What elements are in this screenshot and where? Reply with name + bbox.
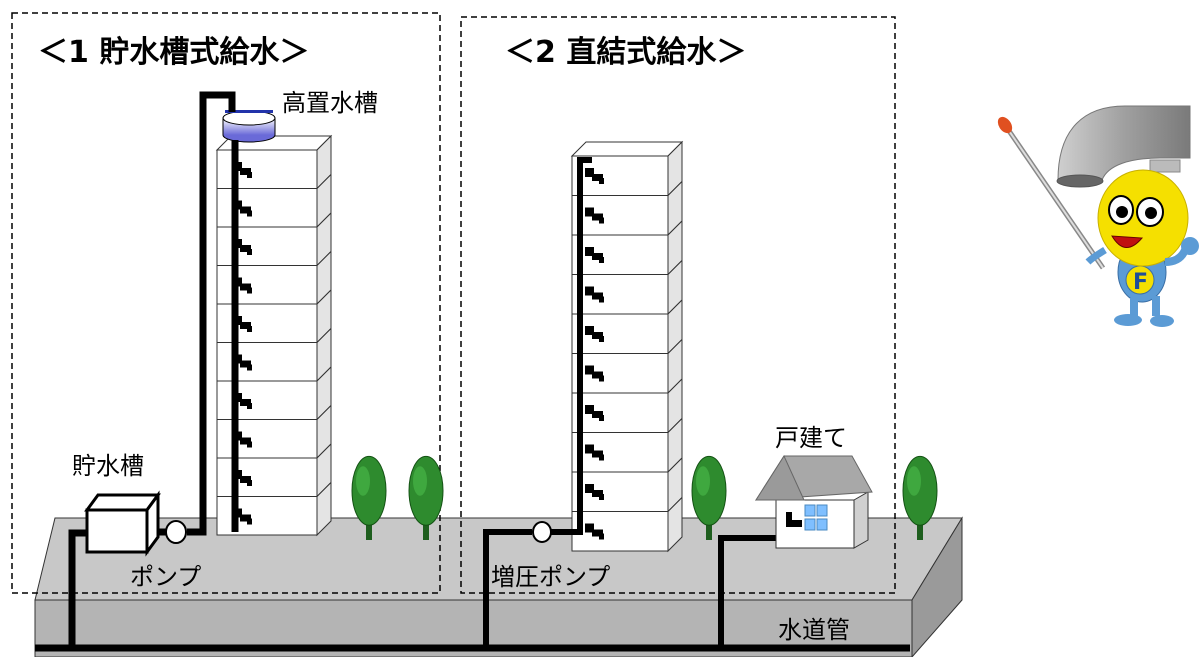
section1-title: ＜1 貯水槽式給水＞: [38, 35, 309, 70]
tree-icon: [351, 455, 387, 540]
faucet-icon: [585, 523, 604, 540]
tree-icon: [902, 455, 938, 540]
house-faucet-icon: [786, 512, 802, 527]
pump-to-tank-pipe: [187, 91, 236, 536]
mascot-character: F: [997, 105, 1199, 327]
booster-pump-icon: [532, 521, 552, 543]
faucet-icon: [585, 207, 604, 224]
main-to-storage-pipe: [68, 529, 86, 648]
water-main-label: 水道管: [778, 616, 850, 644]
pump-icon: [165, 520, 187, 544]
trees: [351, 455, 938, 540]
faucet-icon: [585, 444, 604, 461]
elevated-tank: [222, 110, 276, 143]
faucet-icon: [585, 247, 604, 263]
section1-box: [11, 12, 441, 594]
faucet-icon: [585, 405, 604, 421]
building-2-floor-side: [667, 496, 683, 553]
section2-title: ＜2 直結式給水＞: [505, 35, 746, 70]
house-window: [804, 504, 828, 531]
mascot-foot-left: [1114, 314, 1142, 326]
main-to-booster-pipe: [483, 529, 532, 648]
elevated-tank-lid: [225, 110, 273, 113]
faucet-icon: [585, 484, 604, 500]
detached-house-label: 戸建て: [775, 424, 847, 452]
building-2-roof: [570, 141, 684, 157]
section2-box: [460, 16, 896, 594]
pump-label: ポンプ: [130, 563, 201, 591]
tree-icon: [691, 455, 727, 540]
booster-to-riser-pipe: [551, 157, 592, 535]
storage-tank-label: 貯水槽: [72, 452, 144, 480]
faucet-icon: [585, 365, 604, 382]
building-1-floor-side: [316, 481, 332, 537]
mascot-mouth: [1111, 235, 1144, 248]
mascot-foot-right: [1150, 315, 1174, 327]
building-2: [570, 140, 684, 553]
faucet-icon: [585, 286, 604, 303]
tree-icon: [408, 455, 444, 540]
ground-side-face: [911, 516, 963, 657]
detached-house: [755, 454, 873, 549]
faucet-icon: [585, 168, 604, 184]
mascot-badge-letter: F: [1133, 270, 1148, 295]
storage-tank: [84, 490, 161, 557]
mascot-faucet-hat: [1057, 105, 1191, 181]
faucet-icon: [585, 326, 604, 342]
pointer-tip: [997, 116, 1013, 134]
booster-pump-label: 増圧ポンプ: [491, 563, 610, 591]
elevated-tank-label: 高置水槽: [282, 89, 378, 117]
